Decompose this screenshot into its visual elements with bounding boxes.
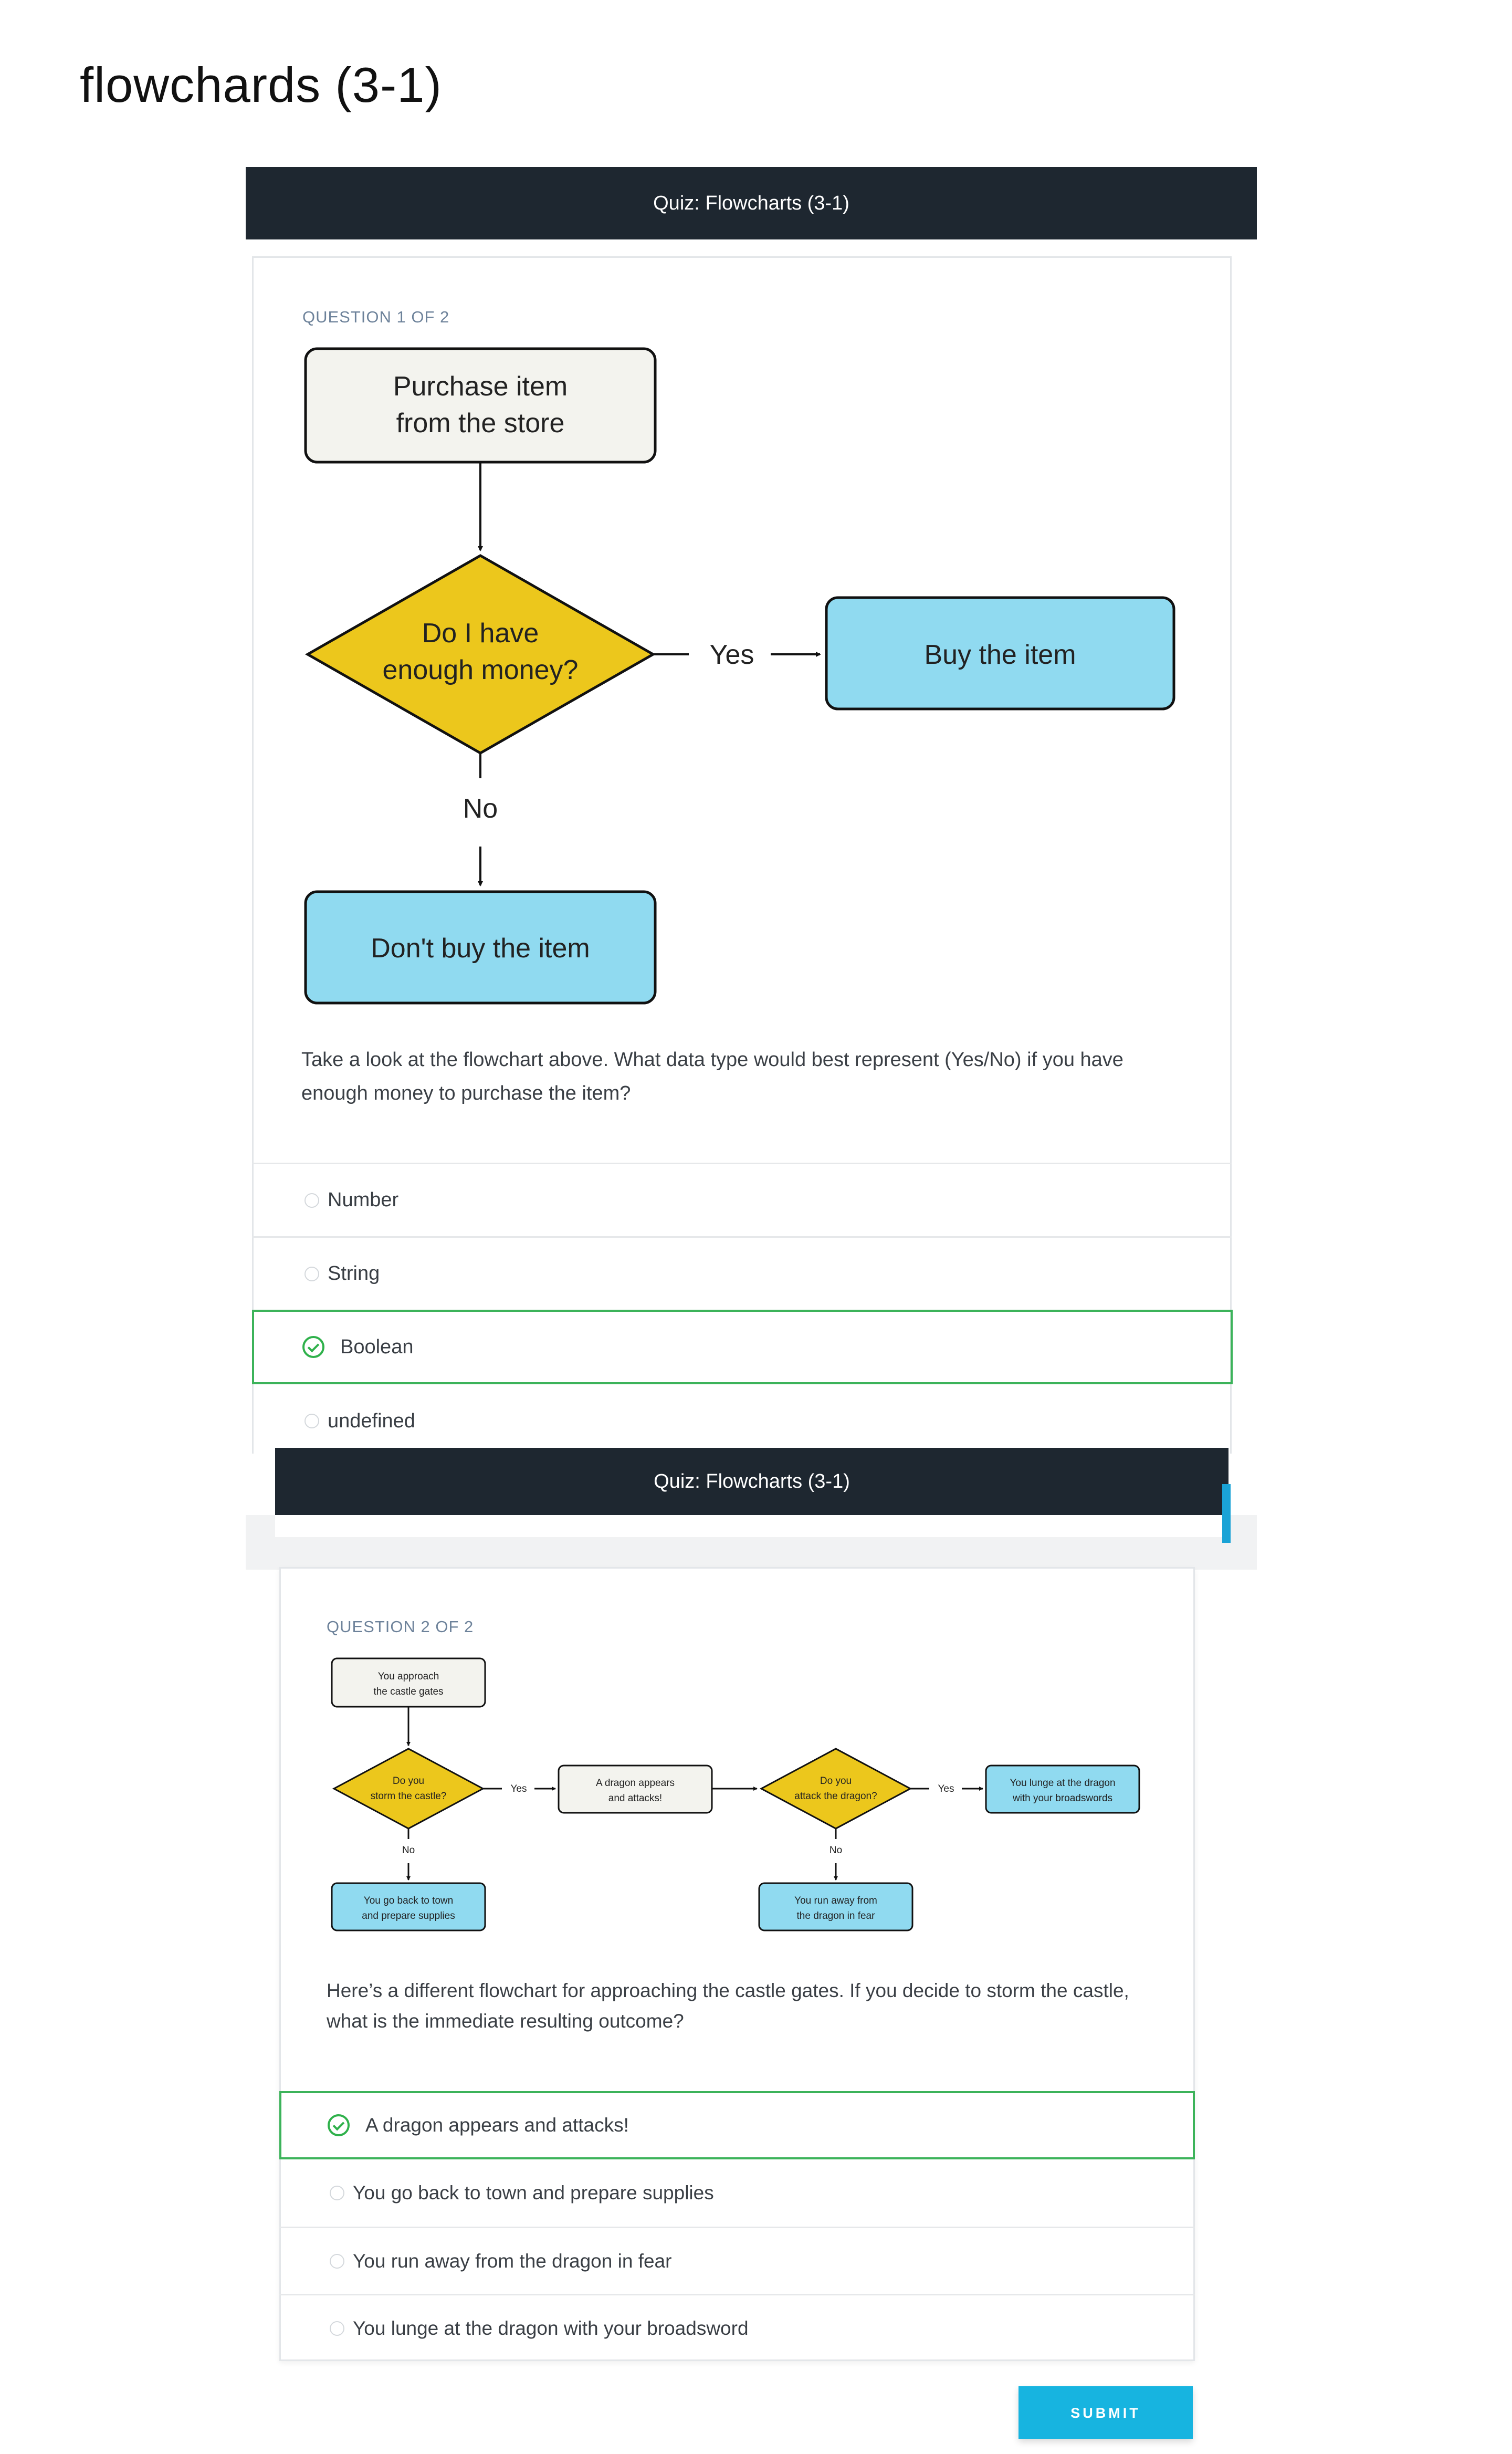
- storm-diamond: [332, 1748, 485, 1830]
- quiz-header: Quiz: Flowcharts (3-1): [246, 167, 1257, 239]
- option-lunge[interactable]: You lunge at the dragon with your broads…: [279, 2294, 1195, 2361]
- no-label: No: [463, 793, 498, 824]
- yes-result-text: Buy the item: [924, 640, 1076, 670]
- flowchart-2: You approach the castle gates Do you sto…: [331, 1657, 1140, 1931]
- option-label: You lunge at the dragon with your broads…: [353, 2317, 749, 2339]
- radio-icon: [304, 1193, 319, 1208]
- decision-text-1: Do I have: [422, 618, 539, 649]
- check-circle-icon: [302, 1336, 324, 1358]
- lunge-box: [985, 1764, 1140, 1814]
- option-label: You go back to town and prepare supplies: [353, 2182, 714, 2204]
- castle-start-text-1: You approach: [378, 1671, 439, 1682]
- run-box: [758, 1882, 914, 1931]
- yes-result-box: [825, 596, 1175, 711]
- overlap-inner: [275, 1515, 1228, 1537]
- radio-icon: [330, 2186, 344, 2200]
- option-dragon[interactable]: A dragon appears and attacks!: [279, 2091, 1195, 2159]
- option-undefined[interactable]: undefined: [252, 1384, 1232, 1458]
- question-label: QUESTION 1 OF 2: [302, 308, 450, 326]
- option-label: You run away from the dragon in fear: [353, 2250, 672, 2272]
- radio-icon: [330, 2253, 344, 2269]
- castle-start-text-2: the castle gates: [373, 1686, 443, 1697]
- lunge-text-1: You lunge at the dragon: [1010, 1778, 1115, 1789]
- flowchart-1: Purchase item from the store Do I have e…: [304, 347, 1175, 1005]
- page-title: flowchards (3-1): [80, 57, 442, 112]
- question-text: Take a look at the flowchart above. What…: [301, 1043, 1124, 1110]
- option-label: A dragon appears and attacks!: [365, 2114, 629, 2136]
- no-label-1: No: [402, 1845, 415, 1856]
- option-label: Number: [328, 1189, 399, 1211]
- attack-text-1: Do you: [820, 1776, 852, 1787]
- question-text-line: what is the immediate resulting outcome?: [327, 2010, 684, 2032]
- back-text-1: You go back to town: [364, 1895, 453, 1906]
- lunge-text-2: with your broadswords: [1012, 1793, 1112, 1804]
- option-boolean[interactable]: Boolean: [252, 1310, 1233, 1384]
- yes-label: Yes: [710, 640, 754, 670]
- run-text-1: You run away from: [794, 1895, 877, 1906]
- no-label-2: No: [830, 1845, 842, 1856]
- no-result-box: [304, 890, 657, 1005]
- radio-icon: [304, 1266, 319, 1281]
- check-circle-icon: [328, 2114, 350, 2136]
- start-box: [304, 347, 657, 464]
- option-string[interactable]: String: [252, 1236, 1232, 1310]
- question-text-2: Here’s a different flowchart for approac…: [327, 1976, 1129, 2037]
- back-box: [331, 1882, 486, 1931]
- run-text-2: the dragon in fear: [797, 1910, 876, 1922]
- no-result-text: Don't buy the item: [371, 933, 590, 964]
- attack-diamond: [759, 1748, 912, 1830]
- question-text-line: enough money to purchase the item?: [301, 1082, 631, 1104]
- dragon-text-2: and attacks!: [608, 1793, 662, 1804]
- radio-icon: [330, 2321, 344, 2336]
- castle-start-box: [331, 1657, 486, 1708]
- quiz-header-2: Quiz: Flowcharts (3-1): [275, 1448, 1228, 1515]
- start-text-2: from the store: [396, 408, 565, 438]
- option-back[interactable]: You go back to town and prepare supplies: [279, 2159, 1195, 2227]
- storm-text-2: storm the castle?: [371, 1791, 447, 1802]
- storm-text-1: Do you: [393, 1776, 424, 1787]
- submit-button[interactable]: SUBMIT: [1018, 2386, 1193, 2439]
- decision-diamond: [304, 554, 656, 755]
- dragon-box: [558, 1764, 713, 1814]
- option-label: Boolean: [340, 1335, 414, 1358]
- decision-text-2: enough money?: [383, 655, 579, 685]
- dragon-text-1: A dragon appears: [596, 1778, 675, 1789]
- option-label: String: [328, 1262, 380, 1285]
- start-text-1: Purchase item: [393, 371, 568, 402]
- question-label-2: QUESTION 2 OF 2: [327, 1617, 474, 1636]
- radio-icon: [304, 1414, 319, 1428]
- question-text-line: Take a look at the flowchart above. What…: [301, 1049, 1124, 1071]
- option-number[interactable]: Number: [252, 1163, 1232, 1236]
- yes-label-1: Yes: [511, 1783, 527, 1794]
- option-label: undefined: [328, 1409, 415, 1432]
- question-text-line: Here’s a different flowchart for approac…: [327, 1980, 1129, 2001]
- back-text-2: and prepare supplies: [362, 1910, 455, 1922]
- yes-label-2: Yes: [938, 1783, 954, 1794]
- scroll-edge: [1222, 1484, 1231, 1543]
- attack-text-2: attack the dragon?: [794, 1791, 877, 1802]
- option-run[interactable]: You run away from the dragon in fear: [279, 2227, 1195, 2294]
